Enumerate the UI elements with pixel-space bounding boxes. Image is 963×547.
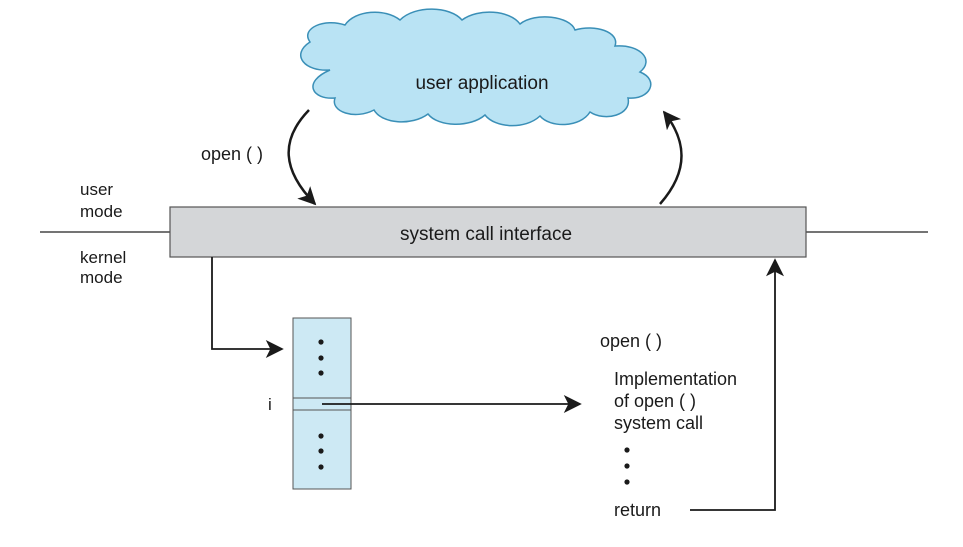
return-to-user-arrow [659,110,683,205]
kernel-mode-label-1: kernel [80,248,126,267]
implementation-dot-1 [624,447,630,453]
open-call-label: open ( ) [201,144,263,164]
index-i-label: i [268,395,272,414]
implementation-return: return [614,500,661,520]
implementation-line-2: of open ( ) [614,391,696,411]
implementation-dot-2 [624,463,630,469]
table-dot-6 [318,464,324,470]
user-application-label: user application [415,73,548,94]
return-arrow [690,258,784,511]
implementation-line-3: system call [614,413,703,433]
user-mode-label-2: mode [80,202,123,221]
implementation-title: open ( ) [600,331,662,351]
dispatch-arrow [211,257,284,358]
system-call-interface-label: system call interface [400,224,572,245]
implementation-line-1: Implementation [614,369,737,389]
open-call-arrow [287,109,317,206]
implementation-dot-3 [624,479,630,485]
table-dot-5 [318,448,324,454]
user-application-cloud [300,8,652,127]
table-dot-2 [318,355,324,361]
table-dot-1 [318,339,324,345]
table-dot-3 [318,370,324,376]
table-dot-4 [318,433,324,439]
kernel-mode-label-2: mode [80,268,123,287]
user-mode-label-1: user [80,180,113,199]
system-call-interface-bar [169,206,807,258]
